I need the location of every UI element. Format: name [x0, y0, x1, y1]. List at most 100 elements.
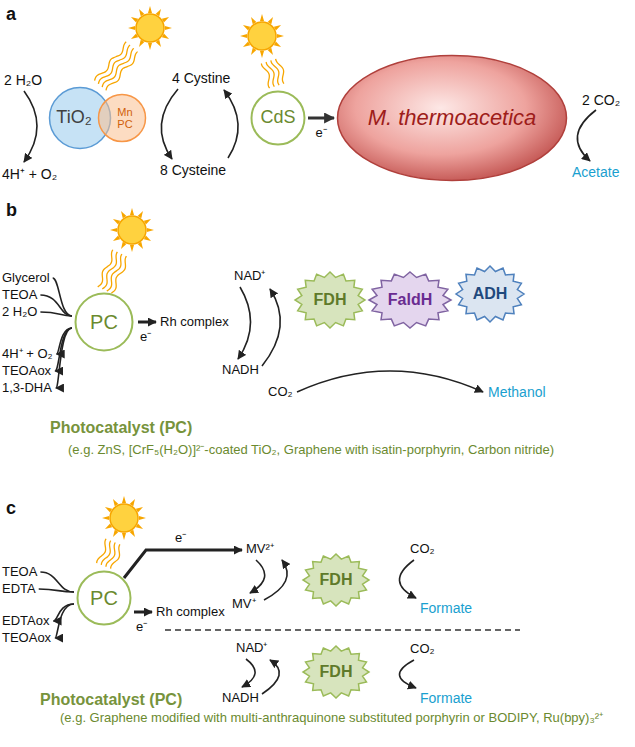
sun-ray: [148, 43, 152, 50]
sun-ray: [110, 228, 117, 232]
product: TEOAox: [2, 630, 51, 646]
sun-ray: [240, 34, 247, 38]
node-label: FDH: [314, 291, 347, 309]
node-label: Mn PC: [114, 106, 136, 130]
enzyme-star: ADH: [455, 265, 525, 323]
enzyme-star: FDH: [294, 271, 366, 329]
panel-letter: c: [6, 498, 16, 518]
catalyst-circle-shape: [78, 572, 131, 625]
reaction-curve: [40, 312, 72, 316]
electron-arrow: [134, 611, 152, 614]
cocatalyst-circle: Mn PC: [97, 93, 147, 143]
sun-ray: [130, 208, 134, 215]
sun-ray: [165, 26, 172, 30]
cocatalyst-circle-shape: [99, 95, 146, 142]
enzyme-star-shape: [456, 266, 524, 322]
product: Formate: [420, 600, 472, 616]
reaction-arrow: [161, 89, 178, 159]
reaction-arrow: [262, 660, 279, 694]
reaction-arrow: [577, 110, 596, 161]
divider-line: [165, 629, 520, 631]
mediator-label: MV²⁺: [246, 541, 274, 557]
reaction-arrow: [242, 659, 255, 687]
caption: (e.g. ZnS, [CrF₅(H₂O)]²⁻-coated TiO₂, Gr…: [68, 442, 608, 458]
enzyme-star: FaldH: [368, 271, 452, 329]
node-label: CdS: [260, 108, 295, 128]
sun-disc: [110, 504, 138, 532]
catalyst-circle: PC: [74, 292, 134, 352]
sun-ray: [260, 51, 264, 58]
product: 4H⁺ + O₂: [2, 346, 53, 362]
panel-letter: a: [6, 4, 16, 24]
light-wave: [98, 250, 113, 287]
reaction-curve: [40, 295, 72, 316]
light-wave: [111, 544, 120, 568]
panel-letter: b: [6, 200, 17, 220]
reaction-curve: [39, 589, 74, 592]
product: Acetate: [572, 164, 619, 180]
sun-ray: [148, 6, 152, 13]
light-wave: [101, 541, 110, 565]
light-wave: [98, 45, 130, 84]
mediator-label: MV⁺: [232, 596, 256, 612]
electron-arrow: [124, 550, 242, 578]
enzyme-star-shape: [303, 646, 369, 698]
reactant: TEOA: [2, 564, 37, 580]
catalyst-circle: PC: [76, 570, 132, 626]
electron-arrow: [138, 321, 156, 324]
reactant: 2 H₂O: [4, 72, 42, 88]
node-label: TiO₂: [56, 108, 91, 128]
edge-label: e⁻: [314, 125, 327, 140]
sun-ray: [147, 228, 154, 232]
node-label: ADH: [473, 285, 508, 303]
reactant: TEOA: [2, 287, 37, 303]
heading: Photocatalyst (PC): [50, 418, 192, 437]
sun-ray: [122, 496, 126, 503]
enzyme-star: FDH: [302, 645, 370, 699]
catalyst-circle: CdS: [250, 90, 306, 146]
light-wave: [107, 254, 122, 291]
reactant: Glycerol: [2, 270, 50, 286]
reaction-arrow: [55, 328, 72, 371]
reactant: CO₂: [410, 641, 435, 657]
sun-ray: [122, 533, 126, 540]
sun-ray: [128, 26, 135, 30]
light-wave: [106, 543, 115, 567]
species: 4 Cystine: [172, 70, 230, 86]
cell-ellipse: M. thermoacetica: [336, 54, 568, 182]
reactant: EDTA: [2, 581, 36, 597]
electron-label: e⁻: [140, 329, 151, 345]
light-wave: [271, 60, 279, 85]
sun-ray: [102, 516, 109, 520]
node-label: FDH: [320, 571, 353, 589]
light-wave: [261, 64, 269, 89]
enzyme-star: FDH: [302, 553, 370, 607]
node-label: PC: [90, 311, 118, 333]
reaction-arrow: [238, 287, 251, 359]
sun-ray: [130, 245, 134, 252]
enzyme-star-shape: [303, 554, 369, 606]
reaction-arrow: [224, 90, 238, 158]
reaction-arrow: [55, 604, 74, 638]
reactant: CO₂: [410, 541, 435, 557]
light-wave: [102, 48, 134, 87]
product: Formate: [420, 690, 472, 706]
reactant: 2 H₂O: [2, 304, 37, 320]
cofactor-label: NAD⁺: [234, 268, 265, 284]
reaction-arrow: [262, 289, 280, 366]
light-wave: [276, 59, 284, 84]
light-wave: [106, 52, 138, 91]
node-label: M. thermoacetica: [368, 106, 537, 130]
species: 8 Cysteine: [160, 162, 226, 178]
reaction-arrow: [297, 371, 483, 392]
cell-ellipse-shape: [338, 56, 567, 181]
sun-ray: [139, 516, 146, 520]
enzyme-star-shape: [295, 272, 365, 328]
light-wave: [97, 539, 106, 563]
reaction-arrow: [250, 560, 265, 593]
catalyst-circle-shape: [76, 294, 133, 351]
cofactor-label: NADH: [222, 690, 259, 706]
electron-label: e⁻: [136, 619, 147, 635]
catalyst-circle-shape: [252, 92, 305, 145]
